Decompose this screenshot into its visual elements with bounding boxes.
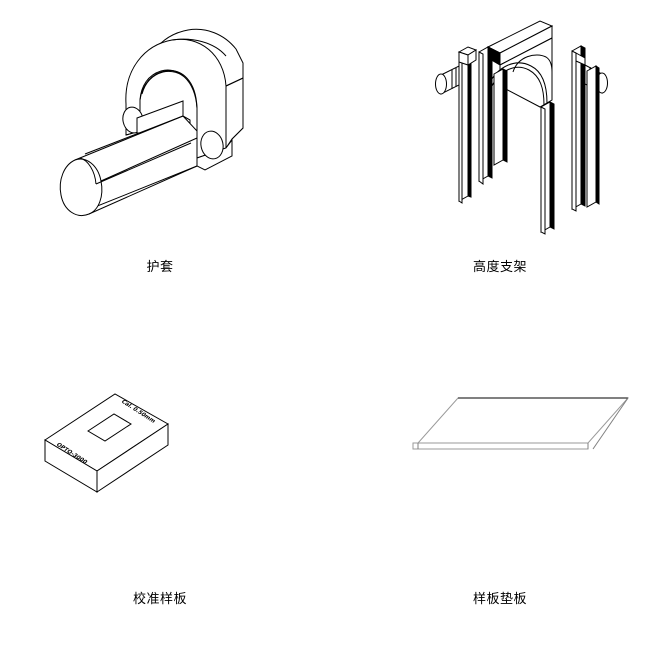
part-cell-template-backing-plate: 样板垫板 (340, 370, 660, 620)
height-bracket-geometry (435, 20, 608, 235)
template-backing-plate-isometric-drawing (412, 397, 630, 450)
calibration-template-isometric-drawing: Cal. 0.50mm OPTO-3000 (44, 393, 169, 493)
part-cell-sheath: 护套 (0, 8, 320, 298)
bracket-peg-left-endcap (435, 73, 447, 95)
part-cell-height-bracket: 高度支架 (340, 8, 660, 298)
backing-plate-front-edge (417, 442, 589, 450)
part-caption-template-backing-plate: 样板垫板 (472, 592, 527, 607)
sheath-cylinder-endcap (59, 158, 103, 216)
backing-plate-top-face (416, 397, 630, 444)
template-backing-plate-geometry (412, 397, 630, 450)
sheath-isometric-drawing (59, 28, 244, 216)
part-caption-height-bracket: 高度支架 (472, 260, 527, 275)
sheath-geometry (59, 28, 244, 216)
part-cell-calibration-template: Cal. 0.50mm OPTO-3000 校准样板 (0, 370, 320, 620)
part-caption-sheath: 护套 (146, 260, 174, 275)
part-caption-calibration-template: 校准样板 (132, 592, 187, 607)
calibration-template-aperture (87, 413, 132, 442)
calibration-template-right-face (96, 423, 169, 493)
calibration-template-geometry: Cal. 0.50mm OPTO-3000 (44, 393, 169, 493)
sheath-bore-right (200, 130, 224, 160)
height-bracket-isometric-drawing (435, 20, 608, 235)
